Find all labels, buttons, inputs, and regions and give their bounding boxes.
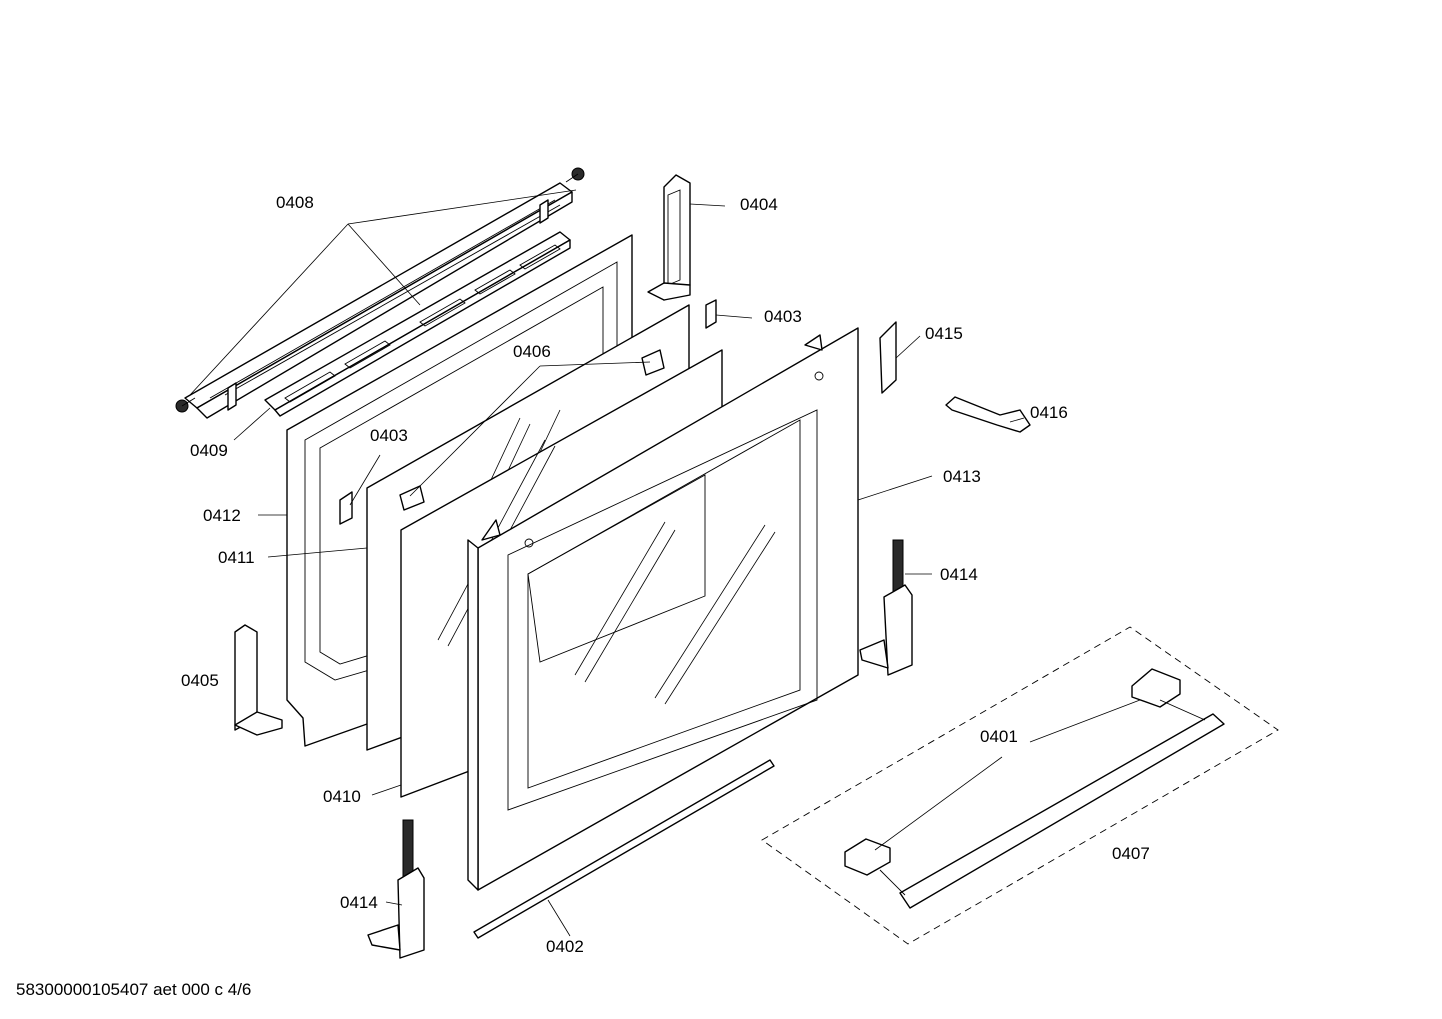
part-0405-bracket [234, 624, 283, 736]
label-0414-right: 0414 [940, 565, 978, 584]
part-0408-vent-bar [175, 167, 585, 419]
label-0409: 0409 [190, 441, 228, 460]
part-0407-handle-group [761, 626, 1279, 945]
part-0406-hinge-a [641, 349, 665, 376]
part-0414-hinge-bottom [367, 819, 425, 959]
part-0409-vent-grille [264, 231, 571, 417]
part-0413-outer-door [467, 327, 859, 891]
part-0415-strip [879, 321, 897, 394]
label-0410: 0410 [323, 787, 361, 806]
part-0403-clip-a [705, 299, 717, 329]
label-0404: 0404 [740, 195, 778, 214]
diagram-code: 58300000105407 aet 000 c 4/6 [16, 980, 252, 999]
part-0402-seal-strip [473, 759, 775, 939]
label-0403-mid: 0403 [370, 426, 408, 445]
label-0415: 0415 [925, 324, 963, 343]
label-0408: 0408 [276, 193, 314, 212]
label-0413: 0413 [943, 467, 981, 486]
label-0411: 0411 [218, 548, 255, 567]
label-0402: 0402 [546, 937, 584, 956]
leader-lines [189, 189, 1141, 937]
label-0412: 0412 [203, 506, 241, 525]
label-0406: 0406 [513, 342, 551, 361]
part-0404-bracket [647, 174, 691, 301]
label-0407: 0407 [1112, 844, 1150, 863]
part-0414-hinge-right [859, 539, 913, 676]
part-0416-bracket [945, 396, 1031, 433]
label-0416: 0416 [1030, 403, 1068, 422]
label-0405: 0405 [181, 671, 219, 690]
label-0403-top: 0403 [764, 307, 802, 326]
label-0414-bottom: 0414 [340, 893, 378, 912]
part-0406-hinge-b [399, 485, 425, 511]
part-0403-clip-b [339, 491, 353, 525]
label-0401: 0401 [980, 727, 1018, 746]
